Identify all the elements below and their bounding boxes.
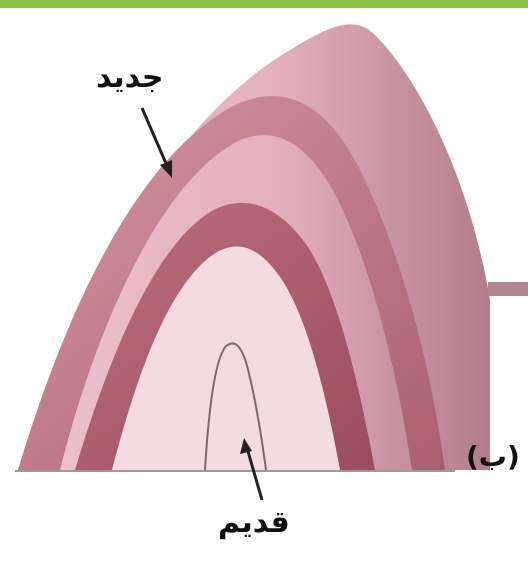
label-panel-b: (ب) [466, 440, 520, 473]
label-old: قديم [218, 505, 290, 540]
arrow-new [142, 108, 168, 168]
label-new: جديد [96, 60, 164, 95]
top-band [0, 0, 528, 8]
side-stub [488, 282, 528, 296]
